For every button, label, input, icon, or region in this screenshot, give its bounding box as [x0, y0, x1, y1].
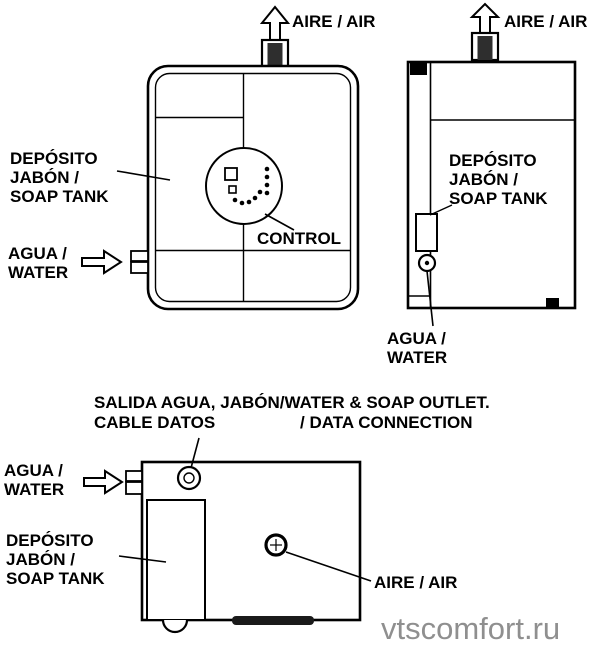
outlet-leader-line	[190, 437, 200, 469]
front-soap-tank-label: DEPÓSITO JABÓN / SOAP TANK	[10, 149, 109, 206]
side-view-drawing	[406, 2, 577, 327]
side-water-leader-line	[426, 270, 434, 327]
bottom-roller-bar	[232, 616, 314, 625]
front-air-label: AIRE / AIR	[292, 12, 376, 31]
side-soap-tank-leader-line	[429, 204, 453, 216]
water-right-arrow-icon	[81, 249, 123, 275]
control-led	[232, 197, 238, 203]
control-led	[264, 182, 270, 188]
air-up-arrow-icon	[469, 2, 501, 34]
control-button-square	[228, 185, 237, 194]
control-led	[264, 190, 270, 196]
side-air-label: AIRE / AIR	[504, 12, 588, 31]
control-led	[264, 166, 270, 172]
device-body-outline	[406, 60, 577, 310]
control-led	[246, 199, 252, 205]
top-connector-block	[410, 63, 427, 75]
control-label: CONTROL	[257, 229, 342, 248]
control-led	[257, 189, 263, 195]
device-body-inner-outline	[154, 72, 352, 303]
watermark: vtscomfort.ru	[381, 611, 561, 646]
side-soap-tank-label: DEPÓSITO JABÓN / SOAP TANK	[449, 151, 548, 208]
side-water-inlet-block	[415, 213, 438, 252]
water-right-arrow-icon	[83, 469, 124, 495]
control-leader-line	[264, 213, 295, 231]
control-panel-circle	[205, 147, 283, 225]
outlet-label-line2-spanish: CABLE DATOS	[94, 413, 216, 432]
front-soap-tank-leader-line	[116, 170, 171, 181]
outlet-label-line1: SALIDA AGUA, JABÓN/WATER & SOAP OUTLET.	[94, 393, 490, 412]
bottom-water-fitting-top	[125, 470, 143, 482]
bottom-soap-tank-label: DEPÓSITO JABÓN / SOAP TANK	[6, 531, 105, 588]
bottom-water-label: AGUA / WATER	[4, 461, 65, 499]
bottom-foot	[546, 298, 559, 308]
side-water-label: AGUA / WATER	[387, 329, 448, 367]
bottom-soap-tank-leader-line	[118, 555, 167, 563]
water-soap-outlet-circle	[176, 465, 202, 491]
outlet-label-line2: CABLE DATOS / DATA CONNECTION	[94, 413, 490, 433]
bottom-caster-bump	[161, 619, 189, 634]
front-water-label: AGUA / WATER	[8, 244, 69, 282]
bottom-air-label: AIRE / AIR	[374, 573, 458, 592]
bottom-water-fitting-bottom	[125, 481, 143, 495]
control-led	[239, 200, 245, 206]
air-leader-line	[285, 551, 372, 582]
bottom-view-drawing	[83, 437, 372, 634]
air-up-arrow-icon	[259, 5, 291, 41]
front-water-fitting-top	[130, 250, 149, 262]
outlet-label-line2-english: / DATA CONNECTION	[300, 413, 473, 432]
front-water-fitting-bottom	[130, 261, 149, 274]
control-led	[264, 174, 270, 180]
air-vent-pipe-core	[267, 43, 283, 67]
control-display	[224, 167, 238, 181]
water-soap-outlet-inner-circle	[183, 472, 195, 484]
control-led	[252, 195, 258, 201]
outlet-label: SALIDA AGUA, JABÓN/WATER & SOAP OUTLET. …	[94, 393, 490, 433]
front-view-drawing	[81, 5, 360, 311]
side-water-inlet-dot	[424, 260, 430, 266]
air-vent-pipe-core	[477, 36, 493, 60]
